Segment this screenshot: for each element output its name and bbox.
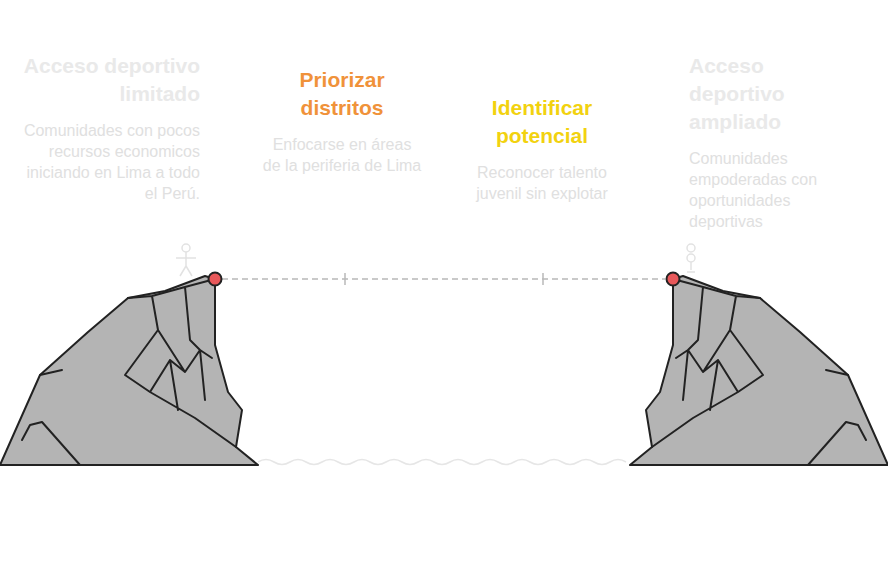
stage-tick bbox=[542, 273, 544, 285]
stage-text-group: Priorizar distritosEnfocarse en áreas de… bbox=[262, 66, 422, 176]
stage-heading: Acceso deportivo limitado bbox=[10, 52, 200, 108]
figure bbox=[176, 244, 196, 276]
cliff bbox=[630, 276, 888, 465]
stage-heading: Identificar potencial bbox=[462, 94, 622, 150]
water-line bbox=[258, 460, 626, 465]
cliff bbox=[0, 276, 258, 465]
stage-tick bbox=[344, 273, 346, 285]
stage-text-group: Acceso deportivo ampliadoComunidades emp… bbox=[689, 52, 864, 232]
stage-heading: Acceso deportivo ampliado bbox=[689, 52, 864, 136]
anchor-point bbox=[209, 273, 222, 286]
figure bbox=[687, 244, 695, 272]
stage-heading: Priorizar distritos bbox=[262, 66, 422, 122]
dashed-path bbox=[222, 278, 665, 280]
stage-description: Reconocer talento juvenil sin explotar bbox=[462, 162, 622, 204]
stage-text-group: Acceso deportivo limitadoComunidades con… bbox=[10, 52, 200, 204]
anchor-point bbox=[667, 273, 680, 286]
stage-description: Enfocarse en áreas de la periferia de Li… bbox=[262, 134, 422, 176]
stage-text-group: Identificar potencialReconocer talento j… bbox=[462, 94, 622, 204]
stage-description: Comunidades empoderadas con oportunidade… bbox=[689, 148, 864, 232]
stage-description: Comunidades con pocos recursos economico… bbox=[10, 120, 200, 204]
